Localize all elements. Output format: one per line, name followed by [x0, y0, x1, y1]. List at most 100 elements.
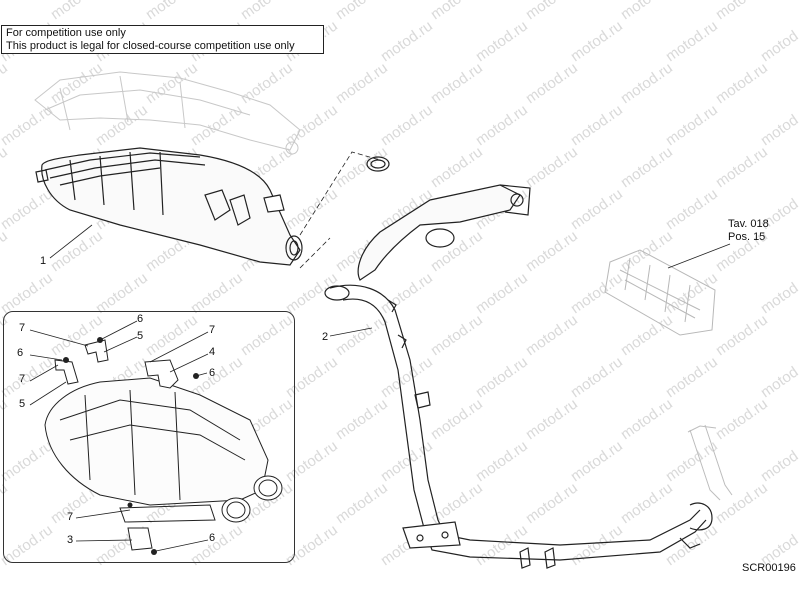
- watermark-text: motod.ru: [618, 59, 676, 107]
- watermark-text: motod.ru: [0, 227, 11, 275]
- watermark-text: motod.ru: [758, 437, 799, 485]
- callout-part-2: 2: [322, 331, 329, 343]
- callout-inset-4: 4: [209, 346, 216, 358]
- watermark-text: motod.ru: [758, 269, 799, 317]
- watermark-text: motod.ru: [378, 101, 436, 149]
- watermark-text: motod.ru: [568, 269, 626, 317]
- watermark-text: motod.ru: [618, 479, 676, 527]
- watermark-text: motod.ru: [523, 0, 581, 23]
- inset-brackets: [54, 339, 179, 551]
- watermark-text: motod.ru: [378, 269, 436, 317]
- watermark-text: motod.ru: [568, 101, 626, 149]
- watermark-text: motod.ru: [473, 101, 531, 149]
- upper-pipe-section: [357, 184, 531, 281]
- callout-inset-7a: 7: [19, 322, 26, 334]
- notice-line-1: For competition use only: [6, 27, 126, 39]
- ghost-component-tav018: [604, 249, 716, 336]
- watermark-text: motod.ru: [428, 59, 486, 107]
- watermark-text: motod.ru: [48, 227, 106, 275]
- silencer-part-1: [35, 147, 303, 266]
- watermark-text: motod.ru: [523, 59, 581, 107]
- callout-inset-7b: 7: [19, 373, 26, 385]
- watermark-text: motod.ru: [618, 0, 676, 23]
- competition-notice: For competition use only This product is…: [1, 25, 324, 54]
- ghost-pipe-right: [687, 424, 733, 501]
- watermark-text: motod.ru: [0, 185, 56, 233]
- watermark-text: motod.ru: [333, 59, 391, 107]
- watermark-text: motod.ru: [0, 143, 11, 191]
- callout-inset-7c: 7: [209, 324, 216, 336]
- watermark-text: motod.ru: [663, 353, 721, 401]
- callout-inset-5b: 5: [137, 330, 144, 342]
- watermark-text: motod.ru: [663, 437, 721, 485]
- assembly-guide-lines: [299, 151, 381, 269]
- callout-inset-6d: 6: [209, 532, 216, 544]
- watermark-text: motod.ru: [333, 0, 391, 23]
- watermark-text: motod.ru: [428, 479, 486, 527]
- watermark-text: motod.ru: [713, 0, 771, 23]
- watermark-text: motod.ru: [0, 59, 11, 107]
- watermark-text: motod.ru: [523, 227, 581, 275]
- watermark-text: motod.ru: [0, 0, 11, 23]
- watermark-text: motod.ru: [188, 101, 246, 149]
- reference-label: Tav. 018 Pos. 15: [728, 218, 769, 244]
- watermark-text: motod.ru: [283, 185, 341, 233]
- watermark-text: motod.ru: [143, 0, 201, 23]
- drawing-code: SCR00196: [742, 562, 796, 574]
- watermark-text: motod.ru: [333, 395, 391, 443]
- watermark-text: motod.ru: [428, 0, 486, 23]
- watermark-text: motod.ru: [663, 185, 721, 233]
- watermark-text: motod.ru: [93, 101, 151, 149]
- watermark-text: motod.ru: [473, 269, 531, 317]
- callout-inset-6b: 6: [137, 313, 144, 325]
- watermark-text: motod.ru: [568, 437, 626, 485]
- watermark-text: motod.ru: [713, 479, 771, 527]
- watermark-text: motod.ru: [758, 353, 799, 401]
- watermark-text: motod.ru: [523, 311, 581, 359]
- watermark-text: motod.ru: [238, 59, 296, 107]
- watermark-text: motod.ru: [428, 311, 486, 359]
- watermark-text: motod.ru: [663, 17, 721, 65]
- watermark-text: motod.ru: [618, 227, 676, 275]
- watermark-text: motod.ru: [48, 0, 106, 23]
- exhaust-pipe-part-2: [324, 284, 713, 569]
- watermark-text: motod.ru: [378, 353, 436, 401]
- watermark-text: motod.ru: [618, 143, 676, 191]
- watermark-text: motod.ru: [333, 479, 391, 527]
- inset-silencer-drawing: [44, 377, 283, 523]
- callout-inset-6c: 6: [209, 367, 216, 379]
- watermark-text: motod.ru: [473, 521, 531, 569]
- watermark-text: motod.ru: [713, 395, 771, 443]
- watermark-text: motod.ru: [428, 227, 486, 275]
- watermark-text: motod.ru: [663, 101, 721, 149]
- reference-table: Tav. 018: [728, 218, 769, 230]
- callout-inset-6a: 6: [17, 347, 24, 359]
- callout-inset-7d: 7: [67, 511, 74, 523]
- leader-part-2: [329, 327, 373, 337]
- watermark-text: motod.ru: [473, 437, 531, 485]
- watermark-text: motod.ru: [523, 479, 581, 527]
- watermark-text: motod.ru: [758, 101, 799, 149]
- watermark-text: motod.ru: [568, 17, 626, 65]
- gasket-ring: [366, 156, 390, 172]
- watermark-text: motod.ru: [428, 143, 486, 191]
- watermark-text: motod.ru: [713, 311, 771, 359]
- reference-position: Pos. 15: [728, 231, 766, 243]
- watermark-text: motod.ru: [568, 353, 626, 401]
- watermark-text: motod.ru: [568, 185, 626, 233]
- watermark-text: motod.ru: [428, 395, 486, 443]
- watermark-text: motod.ru: [618, 395, 676, 443]
- watermark-text: motod.ru: [473, 353, 531, 401]
- notice-line-2: This product is legal for closed-course …: [6, 40, 295, 52]
- leader-part-1: [49, 224, 93, 259]
- watermark-text: motod.ru: [523, 143, 581, 191]
- watermark-text: motod.ru: [618, 311, 676, 359]
- callout-inset-5a: 5: [19, 398, 26, 410]
- callout-part-1: 1: [40, 255, 47, 267]
- watermark-text: motod.ru: [143, 59, 201, 107]
- detail-inset-frame: [3, 311, 295, 563]
- watermark-text: motod.ru: [568, 521, 626, 569]
- watermark-text: motod.ru: [713, 143, 771, 191]
- frame-ghost-outline: [34, 71, 301, 155]
- watermark-text: motod.ru: [378, 17, 436, 65]
